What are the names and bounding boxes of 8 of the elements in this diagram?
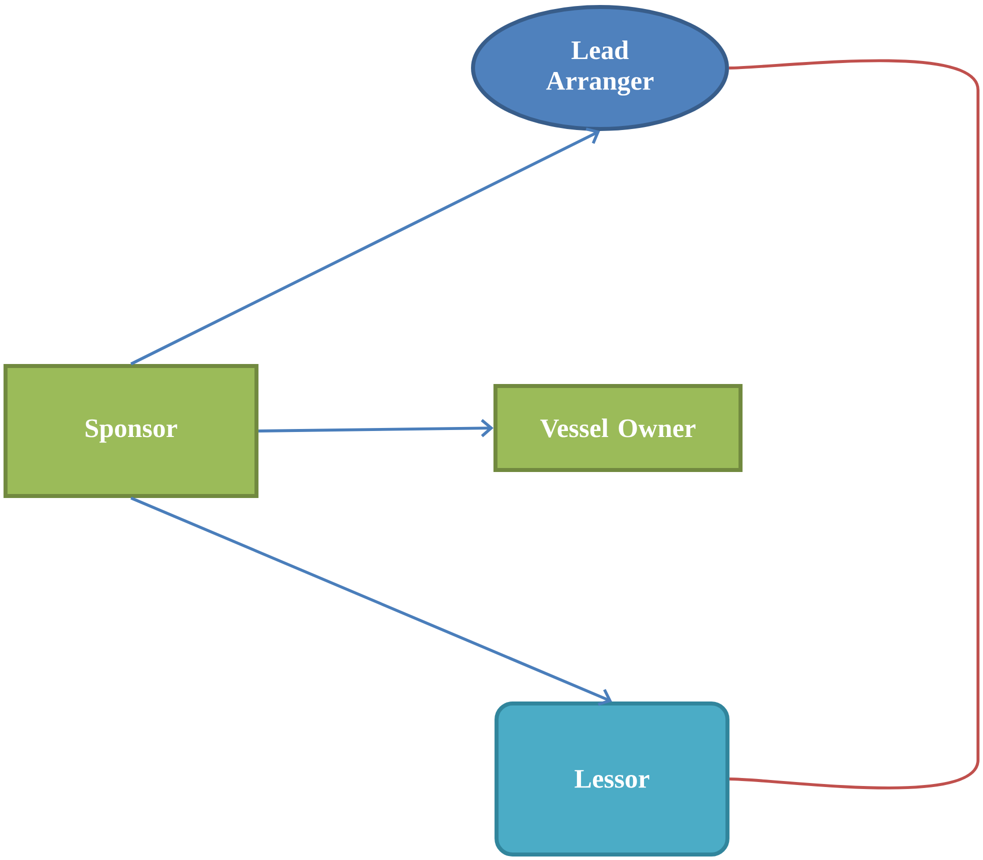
arrow (130, 128, 600, 366)
rounded-box: Lessor (494, 702, 730, 856)
arrow (258, 419, 494, 438)
process-box: Vessel Owner (493, 384, 743, 472)
ellipse-node: Lead Arranger (471, 5, 729, 131)
arrow (130, 496, 612, 706)
connector-line (728, 59, 980, 790)
process-box: Sponsor (4, 364, 258, 498)
